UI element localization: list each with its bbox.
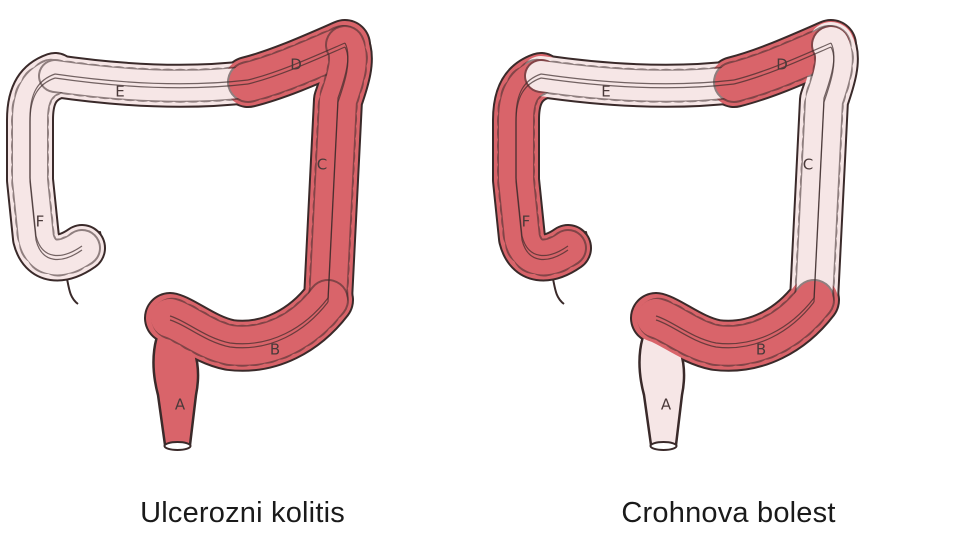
- colon-diagram-left: A B C D E F: [0, 0, 485, 480]
- segment-C-inner: [328, 45, 348, 300]
- caption-left: Ulcerozni kolitis: [0, 497, 485, 530]
- segment-label-E: E: [601, 83, 610, 101]
- caption-right: Crohnova bolest: [486, 497, 971, 530]
- segment-label-F: F: [522, 213, 531, 231]
- ulcerative-colitis-figure: A B C D E F Ulcerozni kolitis: [0, 0, 485, 537]
- segment-label-A: A: [175, 396, 186, 414]
- segment-label-E: E: [115, 83, 124, 101]
- segment-label-F: F: [36, 213, 45, 231]
- segment-label-A: A: [661, 396, 672, 414]
- anal-opening: [165, 442, 191, 450]
- segment-label-B: B: [270, 341, 280, 359]
- segment-label-B: B: [756, 341, 766, 359]
- segment-label-D: D: [776, 56, 788, 74]
- crohns-disease-figure: A B C D E F Crohnova bolest: [486, 0, 971, 537]
- segment-label-D: D: [290, 56, 302, 74]
- colon-diagram-right: A B C D E F: [486, 0, 971, 480]
- segment-label-C: C: [317, 156, 327, 174]
- segment-label-C: C: [803, 156, 813, 174]
- anal-opening: [651, 442, 677, 450]
- segment-C-inner: [814, 45, 834, 300]
